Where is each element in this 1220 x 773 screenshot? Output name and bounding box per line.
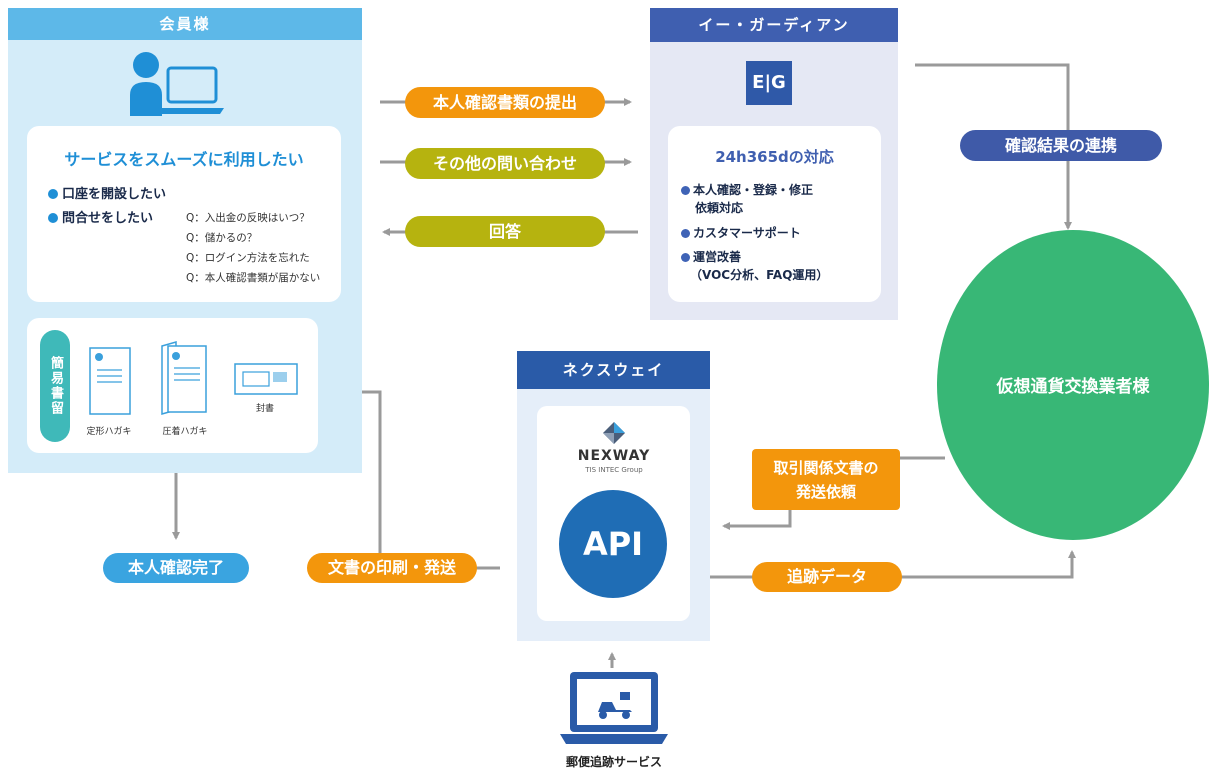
question-4: Q：本人確認書類が届かない xyxy=(186,272,321,284)
nexway-logo-sub: TIS INTEC Group xyxy=(585,466,643,474)
flow-inquiry: その他の問い合わせ xyxy=(405,148,605,179)
bullet-icon xyxy=(681,186,690,195)
member-bubble-title: サービスをスムーズに利用したい xyxy=(64,150,304,169)
eg-item-label: 運営改善 xyxy=(693,250,742,264)
eg-card: 24h365dの対応 xyxy=(668,126,881,302)
eguardian-header: イー・ガーディアン xyxy=(650,8,898,42)
mail-tag: 簡易書留 xyxy=(40,330,70,442)
arrow-print-up xyxy=(338,388,500,570)
eg-item-2: カスタマーサポート xyxy=(681,224,801,241)
bullet-icon xyxy=(681,229,690,238)
postcard-icon xyxy=(89,347,131,415)
eg-item-1: 本人確認・登録・修正 xyxy=(681,181,813,198)
flow-send-request-line2: 発送依頼 xyxy=(795,483,856,501)
nexway-header: ネクスウェイ xyxy=(517,351,710,389)
member-header: 会員様 xyxy=(8,8,362,40)
nexway-logo-name: NEXWAY xyxy=(577,448,651,464)
postal-label: 郵便追跡サービス xyxy=(565,755,662,769)
bullet-icon xyxy=(48,189,58,199)
eg-item-label: 本人確認・登録・修正 xyxy=(693,183,814,197)
user-computer-icon xyxy=(130,52,224,116)
eg-item-1-sub: 依頼対応 xyxy=(695,201,744,215)
member-item-inquiry: 問合せをしたい xyxy=(48,207,153,226)
eg-logo-text: E|G xyxy=(752,72,786,93)
mail-item-label-1: 定形ハガキ xyxy=(86,427,132,437)
flow-send-request: 取引関係文書の 発送依頼 xyxy=(752,449,900,510)
eg-item-3: 運営改善 xyxy=(681,248,741,265)
sealed-postcard-icon xyxy=(161,341,207,415)
question-3: Q：ログイン方法を忘れた xyxy=(186,252,310,264)
member-item-open-account: 口座を開設したい xyxy=(48,183,166,202)
question-1: Q：入出金の反映はいつ？ xyxy=(186,212,310,224)
flow-verified: 本人確認完了 xyxy=(103,553,249,583)
postal-laptop-icon xyxy=(560,672,668,744)
eg-logo: E|G xyxy=(746,61,792,105)
api-circle: API xyxy=(559,490,667,598)
flow-tracking: 追跡データ xyxy=(752,562,902,592)
mail-tag-label: 簡易書留 xyxy=(48,356,63,416)
question-2: Q：儲かるの？ xyxy=(186,232,258,244)
api-label: API xyxy=(582,525,644,563)
member-item-label: 問合せをしたい xyxy=(62,211,154,226)
arrow-eg-to-exchange xyxy=(915,63,1072,230)
flow-print-send: 文書の印刷・発送 xyxy=(307,553,477,583)
exchange-label: 仮想通貨交換業者様 xyxy=(996,377,1150,397)
eg-item-3-sub: （VOC分析、FAQ運用） xyxy=(690,268,829,282)
flow-submit: 本人確認書類の提出 xyxy=(405,87,605,118)
flow-result-link: 確認結果の連携 xyxy=(960,130,1162,161)
bullet-icon xyxy=(48,213,58,223)
envelope-icon xyxy=(234,363,298,395)
nexway-logo-icon xyxy=(603,422,625,444)
member-item-label: 口座を開設したい xyxy=(62,187,167,202)
mail-item-label-2: 圧着ハガキ xyxy=(162,427,208,437)
exchange-circle xyxy=(937,230,1209,540)
eg-item-label: カスタマーサポート xyxy=(693,226,801,240)
member-needs-card: サービスをスムーズに利用したい xyxy=(27,126,341,302)
bullet-icon xyxy=(681,253,690,262)
flow-send-request-line1: 取引関係文書の xyxy=(773,459,879,477)
flow-answer: 回答 xyxy=(405,216,605,247)
eg-card-title: 24h365dの対応 xyxy=(715,148,834,166)
mail-item-label-3: 封書 xyxy=(255,404,274,414)
